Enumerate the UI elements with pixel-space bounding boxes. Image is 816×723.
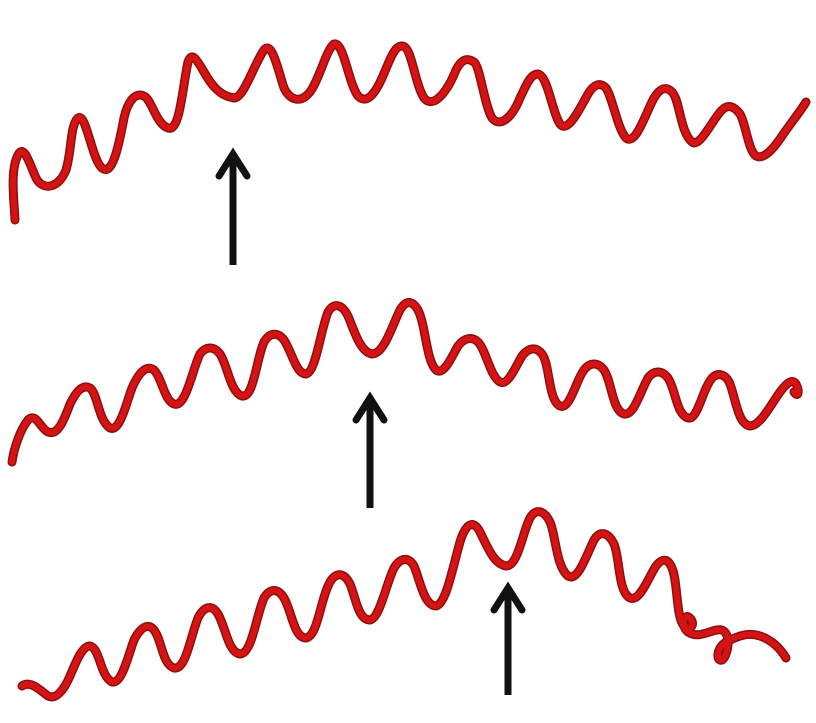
helix-3 xyxy=(17,507,791,702)
helix-1-strand xyxy=(10,41,809,223)
helix-3-strand xyxy=(19,508,789,700)
arrow-3-head xyxy=(490,581,526,614)
helix-2-strand xyxy=(9,299,802,465)
helix-2 xyxy=(7,298,803,467)
helix-2-shadow xyxy=(7,298,803,467)
helix-1 xyxy=(8,39,811,225)
arrow-1 xyxy=(215,147,251,265)
arrow-3 xyxy=(490,581,526,695)
arrow-2 xyxy=(352,391,388,508)
arrow-2-head xyxy=(352,391,388,424)
helix-3-shadow xyxy=(17,507,791,702)
arrow-1-head xyxy=(215,147,251,180)
